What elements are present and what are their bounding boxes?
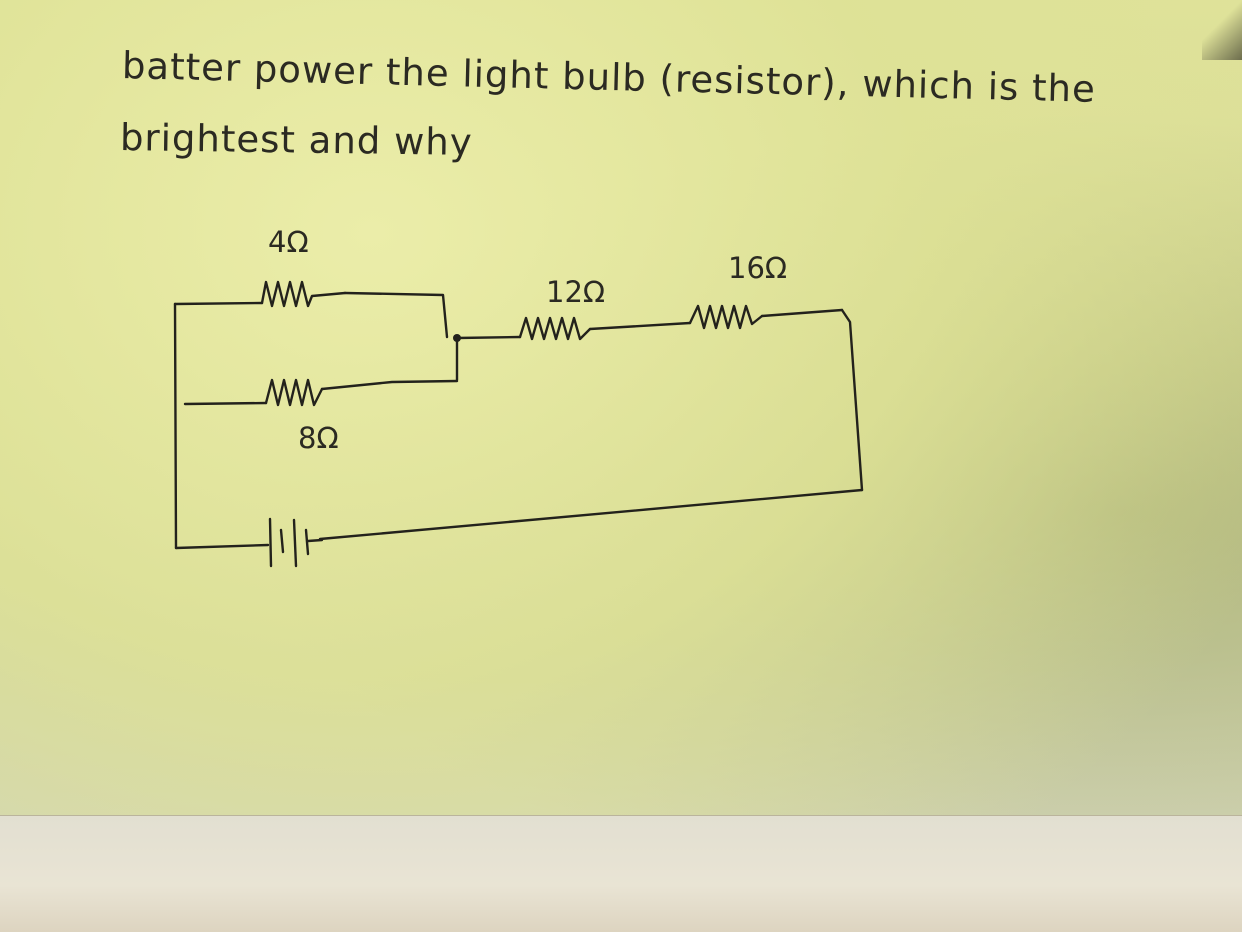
right-wire <box>840 308 864 492</box>
resistor-16-ohm <box>688 304 764 330</box>
bottom-branch-wire <box>183 401 268 406</box>
series-wire-b <box>588 321 692 331</box>
battery <box>268 517 310 568</box>
resistor-12-ohm <box>518 316 592 341</box>
label-16-ohm: 16Ω <box>728 251 787 285</box>
parallel-right-top-wire <box>343 291 449 339</box>
resistor-8-ohm <box>264 378 324 407</box>
top-branch-wire <box>173 301 264 306</box>
label-4-ohm: 4Ω <box>268 225 309 259</box>
resistor-4-ohm <box>260 280 347 308</box>
battery-right-wire <box>306 538 324 543</box>
parallel-right-bottom-wire <box>320 379 459 391</box>
label-8-ohm: 8Ω <box>298 421 339 455</box>
bottom-wire <box>318 488 864 541</box>
left-wire <box>173 302 178 550</box>
series-wire-a <box>455 335 522 340</box>
battery-left-wire <box>174 543 270 550</box>
series-wire-c <box>760 308 844 318</box>
corner-shadow <box>1202 0 1242 60</box>
label-12-ohm: 12Ω <box>546 275 605 309</box>
paper-lower-edge <box>0 815 1242 932</box>
